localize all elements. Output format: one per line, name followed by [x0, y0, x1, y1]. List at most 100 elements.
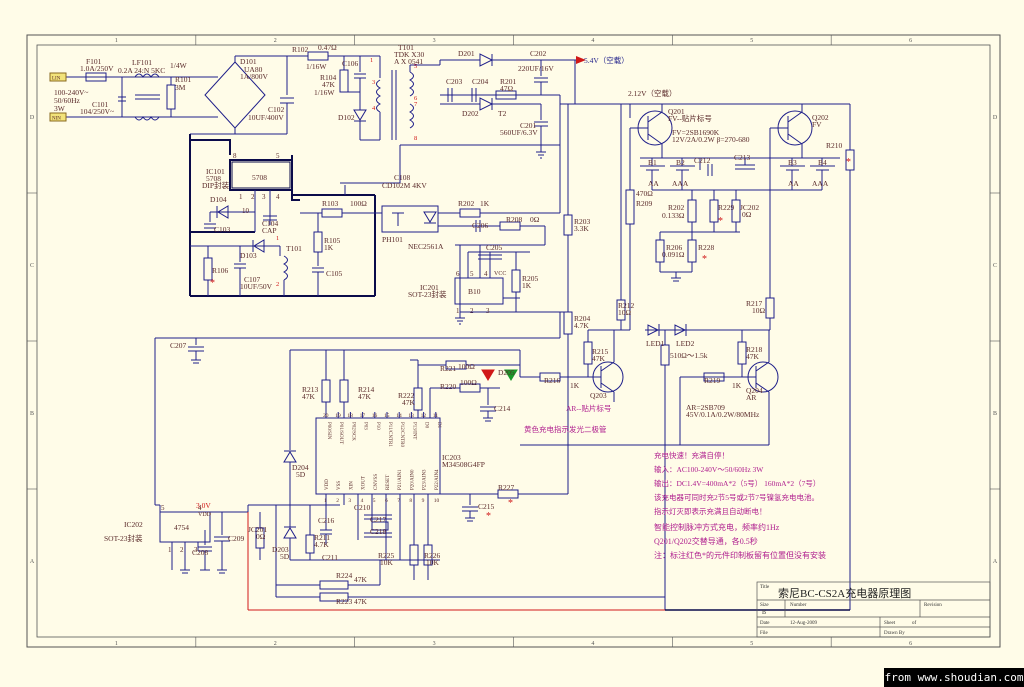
frame-col-bottom: 6: [909, 641, 912, 647]
wiring: [60, 51, 851, 159]
frame-row-right: C: [993, 263, 997, 269]
label-r104-w: 1/16W: [314, 88, 335, 97]
ic203-pin-number-bottom: 7: [397, 498, 400, 504]
label-c202-v: 220UF/16V: [518, 64, 554, 73]
label-r104: R104: [320, 73, 337, 82]
label-ac-n: NIN: [52, 117, 61, 122]
label-r208: R208: [506, 215, 523, 224]
ic203-pin-name-top: P10: [375, 422, 380, 430]
label-vdd: VDD: [198, 512, 212, 518]
label-c201: C201: [520, 121, 537, 130]
svg-text:8: 8: [233, 152, 237, 160]
frame-col-top: 2: [274, 38, 277, 44]
label-r202b: R202: [668, 203, 685, 212]
ac-connectors: [49, 72, 67, 122]
svg-text:*: *: [486, 511, 491, 522]
red-traces: [247, 512, 665, 611]
title-block: [756, 581, 991, 638]
ic203-pin-name-top: D1: [436, 422, 441, 429]
label-d103: D103: [240, 251, 257, 260]
label-q203: Q203: [590, 391, 607, 400]
label-r225: R225: [378, 551, 395, 560]
label-led2: LED2: [676, 339, 695, 348]
label-r201-v: 47Ω: [500, 84, 514, 93]
frame-col-top: 5: [750, 38, 753, 44]
label-c212: C212: [694, 156, 711, 165]
svg-text:*: *: [702, 254, 707, 265]
tb-revision-label: Revision: [924, 603, 942, 608]
label-ic101: IC101: [206, 167, 225, 176]
label-f101: F101: [86, 57, 102, 66]
label-c107: C107: [244, 275, 261, 284]
label-c211: C211: [322, 553, 338, 562]
label-b1: B1: [648, 158, 657, 167]
label-c207: C207: [170, 341, 187, 350]
label-c101-v: 104/250V~: [80, 107, 114, 116]
label-c104: C104: [262, 219, 279, 228]
label-d203-v: 5D: [280, 552, 290, 561]
label-r103-v: 100Ω: [350, 199, 367, 208]
label-led-note: 黄色充电指示发光二极管: [524, 424, 607, 434]
svg-text:1: 1: [168, 546, 172, 554]
label-r204-v: 4.7K: [574, 321, 589, 330]
ic203-pin-number-bottom: 10: [434, 498, 440, 504]
label-r225-v: 10K: [380, 558, 394, 567]
label-ph101: PH101: [382, 235, 403, 244]
ic101-body: [231, 161, 291, 189]
label-ic201: IC201: [420, 283, 439, 292]
label-jc202-v: 0Ω: [742, 210, 752, 219]
label-r102: R102: [292, 45, 309, 54]
label-c203: C203: [446, 77, 463, 86]
svg-text:*: *: [210, 278, 215, 289]
label-ac-input-2: 50/60Hz: [54, 96, 81, 105]
note-6: 智能控制脉冲方式充电，频率约1Hz: [654, 522, 780, 532]
label-r214: R214: [358, 385, 375, 394]
ic203-pin-number-top: 14: [396, 413, 402, 419]
svg-text:1: 1: [276, 235, 279, 242]
frame-row-right: A: [993, 559, 998, 565]
svg-text:4: 4: [276, 193, 280, 201]
label-d101-a: 1A/800V: [240, 72, 269, 81]
label-ph101-v: NEC2561A: [408, 242, 444, 251]
frame-col-bottom: 3: [433, 641, 436, 647]
label-r214-v: 47K: [358, 392, 372, 401]
label-r203: R203: [574, 217, 591, 226]
label-r202b-v: 0.133Ω: [662, 211, 685, 220]
label-d204-v: 5D: [296, 470, 306, 479]
label-r202-v: 1K: [480, 199, 490, 208]
ic203-pin-number-top: 15: [384, 413, 390, 419]
label-q202-v: FV: [812, 120, 822, 129]
label-c209: C209: [228, 534, 245, 543]
ic203-pin-number-bottom: 5: [373, 498, 376, 504]
label-r222: R222: [398, 391, 415, 400]
ic203-pin-name-top: P11/CNTR1: [387, 422, 392, 447]
label-r206-v: 0.091Ω: [662, 250, 685, 259]
label-ic201-body: B10: [468, 287, 481, 296]
notes-block: 充电快速！充满自停！ 输入：AC100-240V～50/60Hz 3W 输出：D…: [654, 450, 826, 560]
label-r212-v: 10Ω: [618, 308, 632, 317]
label-c214: C214: [494, 404, 511, 413]
label-c217: C217: [370, 515, 387, 524]
svg-text:3: 3: [372, 79, 375, 86]
label-c104-v: CAP: [262, 226, 277, 235]
tb-size: B: [762, 610, 766, 616]
label-c105: C105: [326, 269, 343, 278]
svg-text:3: 3: [486, 307, 490, 315]
label-r226: R226: [424, 551, 441, 560]
label-r206: R206: [666, 243, 683, 252]
label-c202: C202: [530, 49, 547, 58]
label-ic202: IC202: [124, 520, 143, 529]
label-v212: 2.12V（空载）: [628, 88, 677, 98]
ic202-body: [159, 511, 211, 543]
svg-text:2: 2: [251, 193, 255, 201]
label-r228: R228: [698, 243, 715, 252]
ic203-pin-name-top: P02/SCK: [350, 422, 355, 441]
label-c201-v: 560UF/6.3V: [500, 128, 538, 137]
label-q202: Q202: [812, 113, 829, 122]
label-aa-1: AA: [648, 179, 659, 188]
frame-col-top: 4: [591, 38, 594, 44]
label-ic202-v: SOT-23封装: [104, 533, 143, 543]
label-c218: C218: [370, 527, 387, 536]
label-r201: R201: [500, 77, 517, 86]
